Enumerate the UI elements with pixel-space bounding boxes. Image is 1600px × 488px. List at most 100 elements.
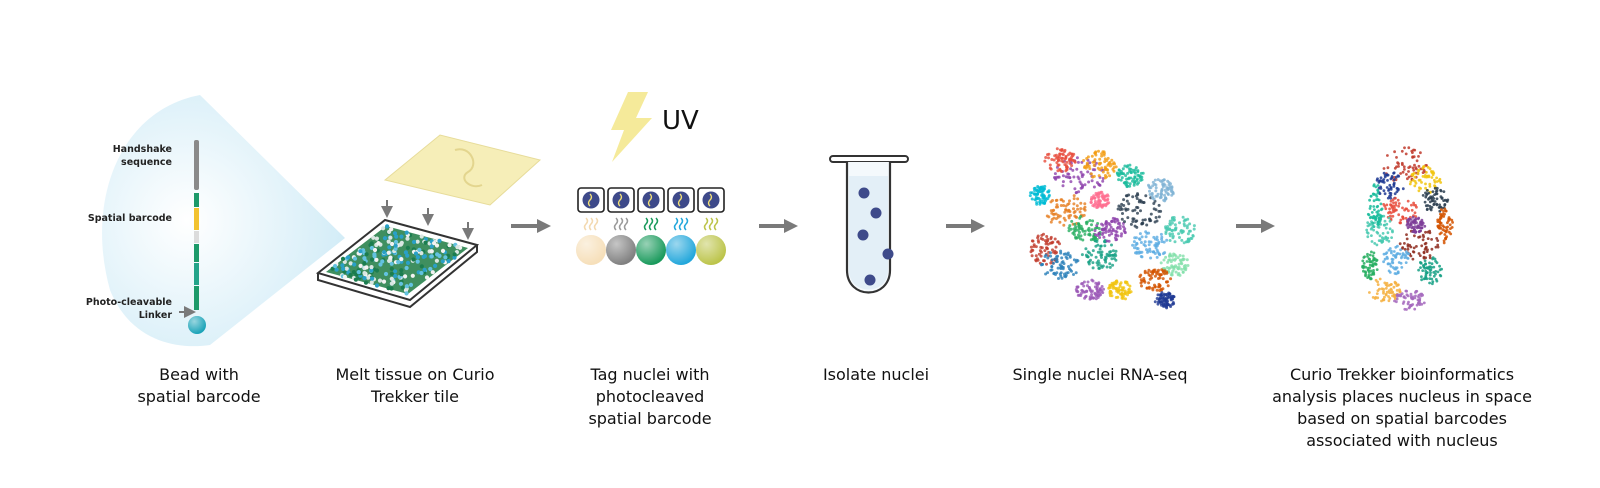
umap-point: [1171, 232, 1174, 236]
tile-dot: [353, 277, 358, 282]
umap-point: [1117, 178, 1121, 182]
step-caption-3: Tag nuclei with photocleaved spatial bar…: [588, 365, 712, 428]
spatial-point: [1404, 152, 1408, 156]
umap-point: [1177, 232, 1181, 236]
umap-point: [1126, 293, 1129, 297]
photo-cleavable-linker-label: Photo-cleavable Linker: [85, 297, 172, 321]
spatial-point: [1369, 204, 1372, 208]
spatial-point: [1400, 266, 1404, 269]
spatial-point: [1384, 226, 1388, 230]
spatial-point: [1393, 293, 1397, 297]
umap-point: [1120, 176, 1124, 180]
umap-point: [1126, 283, 1130, 286]
spatial-point: [1412, 203, 1416, 207]
umap-point: [1158, 253, 1162, 257]
umap-point: [1079, 234, 1083, 238]
spatial-point: [1442, 209, 1445, 213]
spatial-point: [1424, 269, 1428, 273]
umap-point: [1094, 201, 1098, 205]
spatial-point: [1429, 196, 1433, 200]
spatial-point: [1419, 261, 1422, 264]
spatial-point: [1401, 217, 1405, 221]
umap-point: [1049, 254, 1053, 258]
umap-point: [1129, 170, 1133, 174]
tile-dot: [399, 234, 404, 239]
umap-point: [1029, 250, 1033, 254]
spatial-point: [1388, 183, 1392, 187]
umap-point: [1131, 168, 1135, 172]
umap-point: [1163, 251, 1167, 255]
tile-dot: [381, 279, 387, 284]
spatial-point: [1450, 226, 1454, 229]
tile-dot: [399, 272, 404, 277]
spatial-point: [1376, 221, 1380, 225]
umap-point: [1085, 284, 1089, 288]
tile-dot: [393, 243, 398, 248]
spatial-point: [1422, 264, 1426, 268]
umap-point: [1131, 195, 1135, 199]
tile-dot: [432, 241, 437, 246]
step-caption-6: Curio Trekker bioinformatics analysis pl…: [1272, 365, 1532, 450]
umap-point: [1097, 192, 1101, 196]
umap-point: [1140, 284, 1143, 288]
umap-point: [1171, 190, 1175, 194]
spatial-point: [1431, 256, 1435, 260]
umap-point: [1104, 230, 1108, 234]
umap-point: [1093, 160, 1096, 164]
spatial-point: [1438, 232, 1442, 236]
umap-point: [1131, 243, 1135, 247]
umap-point: [1116, 222, 1120, 226]
spatial-point: [1370, 240, 1374, 243]
umap-point: [1116, 234, 1120, 238]
umap-point: [1083, 183, 1087, 187]
spatial-point: [1389, 214, 1392, 218]
umap-point: [1157, 203, 1161, 207]
umap-point: [1166, 192, 1170, 196]
spatial-point: [1390, 175, 1394, 178]
spatial-point: [1384, 293, 1388, 297]
umap-point: [1065, 257, 1069, 260]
spatial-point: [1438, 203, 1441, 207]
spatial-point: [1368, 253, 1372, 257]
spatial-point: [1420, 302, 1424, 306]
umap-point: [1110, 294, 1114, 298]
spatial-point: [1430, 238, 1433, 241]
cleaved-barcode: [593, 217, 599, 231]
umap-point: [1128, 182, 1132, 186]
umap-point: [1067, 229, 1071, 233]
spatial-point: [1367, 213, 1371, 217]
umap-point: [1110, 158, 1114, 162]
umap-point: [1028, 194, 1032, 198]
umap-point: [1161, 304, 1165, 308]
spatial-point: [1385, 186, 1389, 189]
spatial-point: [1432, 202, 1436, 206]
spatial-point: [1410, 203, 1413, 207]
umap-point: [1145, 248, 1148, 252]
umap-point: [1168, 227, 1172, 231]
umap-point: [1086, 280, 1090, 284]
umap-point: [1030, 197, 1034, 201]
tile-dot: [389, 271, 394, 276]
spatial-barcode-label: Spatial barcode: [87, 213, 172, 224]
spatial-point: [1371, 263, 1375, 267]
spatial-point: [1421, 269, 1425, 272]
linker-segment: [194, 286, 199, 310]
spatial-point: [1386, 196, 1390, 200]
umap-point: [1068, 254, 1072, 258]
spatial-point: [1418, 301, 1422, 305]
umap-point: [1108, 286, 1112, 289]
tile-dot: [455, 245, 460, 250]
umap-point: [1056, 266, 1060, 270]
umap-point: [1043, 255, 1047, 258]
umap-point: [1034, 254, 1038, 258]
umap-point: [1043, 201, 1047, 205]
umap-point: [1138, 275, 1142, 279]
umap-point: [1068, 199, 1071, 203]
umap-point: [1106, 194, 1110, 198]
umap-point: [1111, 286, 1115, 290]
umap-point: [1170, 229, 1174, 233]
spatial-point: [1372, 205, 1376, 208]
umap-point: [1098, 247, 1102, 251]
spatial-point: [1382, 214, 1386, 218]
tile-dot: [440, 259, 445, 264]
